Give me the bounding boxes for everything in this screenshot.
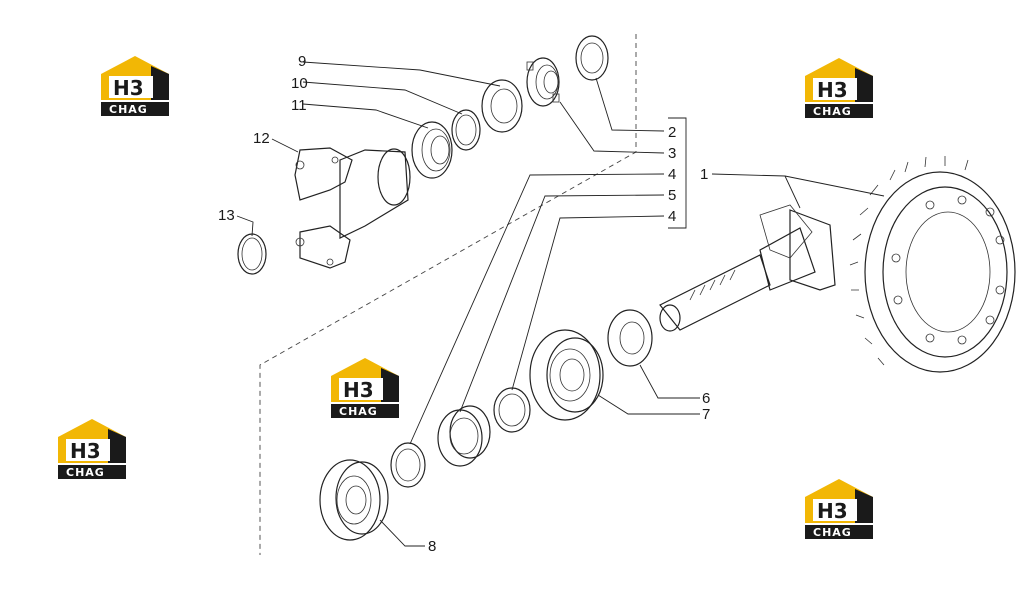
watermark-logo: H3 CHAG	[805, 58, 873, 118]
watermark-logo: H3 CHAG	[331, 358, 399, 418]
callout-9: 9	[298, 53, 306, 70]
part-snap-ring	[237, 233, 267, 275]
svg-text:CHAG: CHAG	[66, 466, 105, 479]
part-shim	[607, 309, 653, 367]
watermark-logo: H3 CHAG	[805, 479, 873, 539]
part-pinion-shaft	[659, 204, 836, 332]
callout-3: 3	[668, 145, 676, 162]
part-spacer	[437, 405, 491, 467]
svg-text:CHAG: CHAG	[813, 526, 852, 539]
svg-text:H3: H3	[817, 499, 848, 523]
callout-10: 10	[291, 75, 308, 92]
part-bearing-small	[319, 459, 389, 541]
callout-bracket	[668, 117, 687, 229]
callout-1: 1	[700, 166, 708, 183]
callout-13: 13	[218, 207, 235, 224]
callout-4: 4	[668, 208, 676, 225]
part-washer	[481, 79, 523, 133]
part-yoke-flange	[294, 147, 411, 269]
part-ring-gear	[849, 156, 1016, 373]
svg-text:H3: H3	[113, 76, 144, 100]
part-nut	[526, 57, 560, 107]
leader-lines	[236, 61, 885, 547]
part-bearing-large	[529, 329, 604, 421]
svg-text:H3: H3	[817, 78, 848, 102]
callout-7: 7	[702, 406, 710, 423]
callout-5: 5	[668, 187, 676, 204]
svg-text:H3: H3	[343, 378, 374, 402]
assembly-boundary	[259, 34, 637, 555]
watermark-logo: H3 CHAG	[101, 56, 169, 116]
callout-12: 12	[253, 130, 270, 147]
svg-text:CHAG: CHAG	[109, 103, 148, 116]
part-seal	[411, 121, 453, 179]
part-shim-ring	[493, 387, 531, 433]
svg-text:CHAG: CHAG	[339, 405, 378, 418]
callout-11: 11	[291, 97, 307, 114]
part-lock-washer	[575, 35, 609, 81]
part-washer-small	[390, 442, 426, 488]
svg-text:CHAG: CHAG	[813, 105, 852, 118]
part-o-ring	[451, 109, 481, 151]
callout-2: 2	[668, 124, 676, 141]
svg-text:H3: H3	[70, 439, 101, 463]
callout-4: 4	[668, 166, 676, 183]
watermark-logo: H3 CHAG	[58, 419, 126, 479]
callout-6: 6	[702, 390, 710, 407]
callout-8: 8	[428, 538, 436, 555]
